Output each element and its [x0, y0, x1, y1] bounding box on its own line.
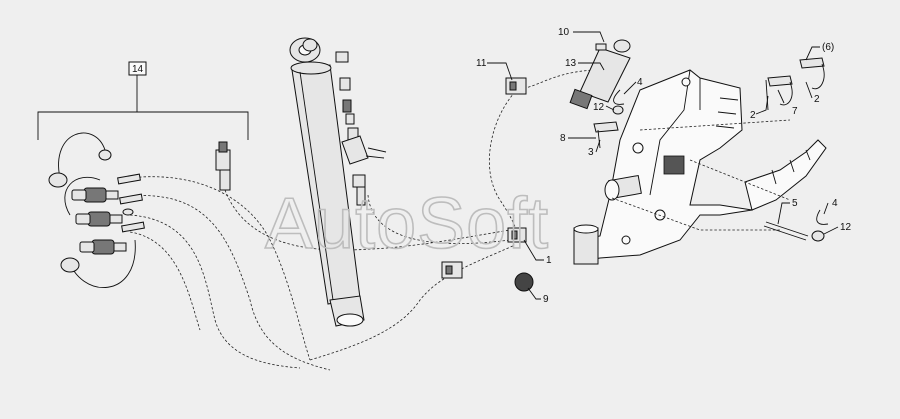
- label-part-2a: 2: [750, 110, 756, 121]
- bracket-body: [577, 69, 827, 263]
- label-part-4a: 4: [637, 77, 643, 88]
- leader-lines: [487, 31, 839, 300]
- label-part-12b: 12: [840, 222, 852, 233]
- dust-cap-loop-top: [58, 132, 106, 179]
- label-part-13: 13: [565, 58, 577, 69]
- grid-plate: [663, 155, 685, 175]
- watermark: AutoSoft: [265, 184, 549, 264]
- quick-couplers: [48, 132, 231, 288]
- pin-6: [799, 57, 825, 69]
- clip-4a: [613, 89, 625, 105]
- label-part-7: 7: [792, 106, 798, 117]
- label-part-8: 8: [560, 133, 566, 144]
- dust-cap-bottom: [60, 257, 80, 273]
- label-part-5: 5: [792, 198, 798, 209]
- main-bracket: [573, 69, 827, 265]
- pins: [593, 57, 829, 242]
- pin-8: [593, 121, 619, 133]
- small-cylinder: [569, 39, 631, 110]
- label-part-2b: 2: [814, 94, 820, 105]
- label-part-11: 11: [476, 58, 487, 69]
- small-cylinder-barrel: [579, 47, 631, 103]
- part-labels: 10 13 11 4 12 8 3 (6) 2 7 2 5 4 12 1 9: [476, 27, 852, 305]
- clip-4b: [816, 209, 829, 225]
- label-part-10: 10: [558, 27, 570, 38]
- dust-cap-top: [48, 172, 68, 188]
- hydraulic-cylinder: [289, 37, 387, 327]
- nut-12a: [612, 105, 624, 115]
- coupler-1: [71, 173, 141, 203]
- coupler-2: [75, 193, 143, 227]
- coupler-3: [79, 221, 145, 255]
- nut-12b: [811, 230, 825, 242]
- label-part-9: 9: [543, 294, 549, 305]
- group-label: 14: [132, 64, 144, 75]
- label-part-12a: 12: [593, 102, 605, 113]
- group-label-box: [128, 61, 147, 76]
- valve-block: [341, 135, 369, 165]
- pin-7: [767, 75, 793, 87]
- group-14-bracket: 14: [37, 61, 249, 140]
- plug-9: [514, 272, 534, 292]
- label-part-4b: 4: [832, 198, 838, 209]
- clamps: [441, 77, 534, 292]
- hose-fitting: [215, 141, 231, 191]
- label-part-1: 1: [546, 255, 552, 266]
- label-part-3: 3: [588, 147, 594, 158]
- label-part-6: (6): [822, 42, 834, 53]
